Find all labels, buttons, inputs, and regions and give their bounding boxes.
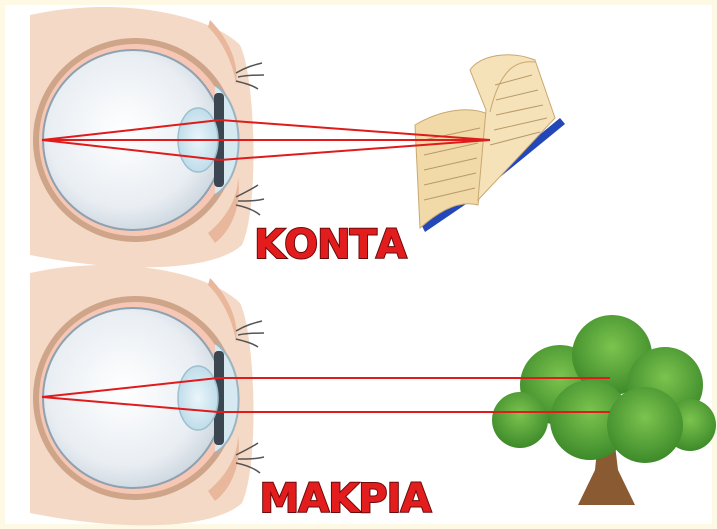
near-label: ΚΟΝΤΑ <box>254 222 407 268</box>
far-label: ΜΑΚΡΙΑ <box>260 476 432 522</box>
tree-icon <box>492 315 716 505</box>
